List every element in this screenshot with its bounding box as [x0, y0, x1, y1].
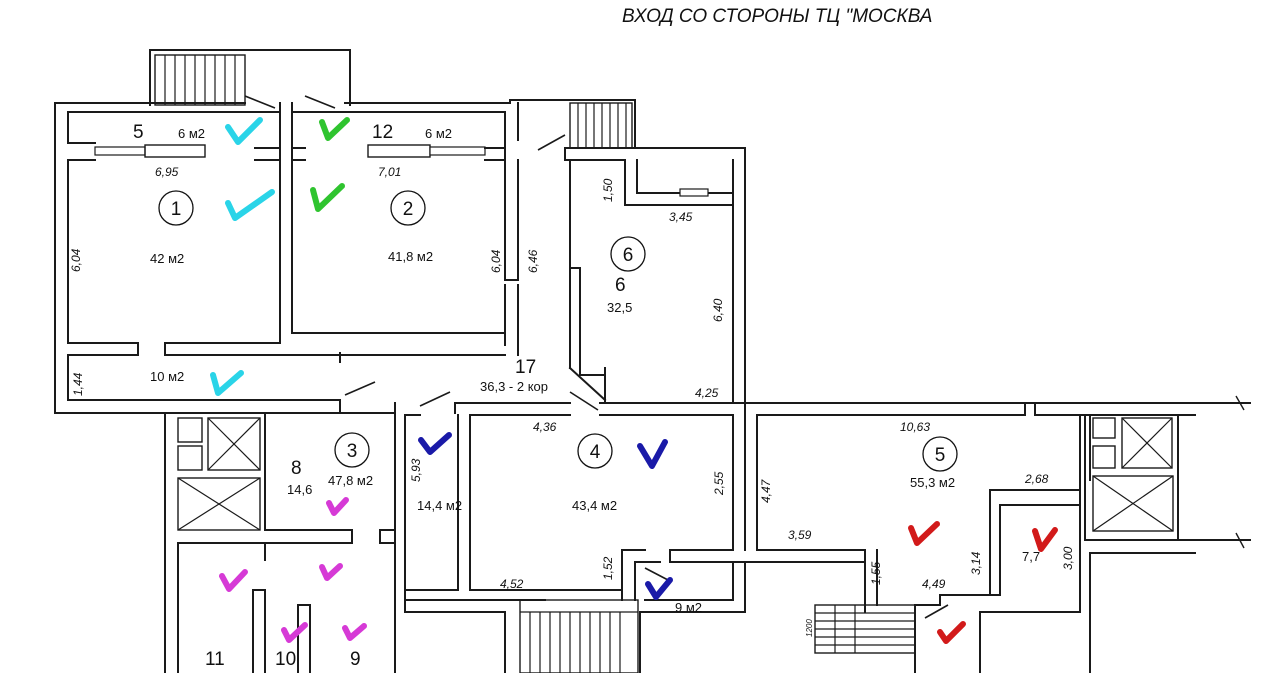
check-mark-cyan — [225, 117, 263, 145]
check-mark-magenta — [342, 623, 367, 641]
check-mark-magenta — [319, 563, 343, 581]
dim-4-49: 4,49 — [922, 577, 946, 591]
svg-text:2: 2 — [403, 199, 414, 220]
dim-1-52: 1,52 — [601, 556, 615, 580]
area-right-room: 7,7 — [1022, 549, 1040, 564]
dim-7-01: 7,01 — [378, 165, 401, 179]
walls-room-4 — [394, 402, 1196, 673]
dim-2-68: 2,68 — [1024, 472, 1049, 486]
check-mark-blue — [637, 439, 668, 469]
dim-6-95: 6,95 — [155, 165, 179, 179]
area-room-1: 42 м2 — [150, 251, 184, 266]
room-number-10: 10 — [275, 649, 296, 670]
area-room-3: 47,8 м2 — [328, 473, 373, 488]
check-mark-cyan — [210, 370, 244, 396]
check-mark-blue — [418, 432, 452, 455]
room-circle-6: 6 — [610, 236, 646, 272]
check-mark-red — [1032, 527, 1058, 552]
plan-title: ВХОД СО СТОРОНЫ ТЦ "МОСКВА — [622, 6, 932, 27]
room-number-11: 11 — [205, 649, 225, 670]
dim-1200: 1200 — [805, 619, 814, 637]
check-mark-red — [937, 621, 966, 644]
dim-6-46: 6,46 — [526, 249, 540, 273]
area-room-4: 43,4 м2 — [572, 498, 617, 513]
dim-1-50: 1,50 — [601, 178, 615, 202]
dim-3-14: 3,14 — [969, 551, 983, 575]
room-number-8: 8 — [291, 458, 302, 479]
room-number-6: 6 — [615, 275, 626, 296]
area-room-8: 14,6 — [287, 482, 312, 497]
walls-room-5 — [744, 395, 1251, 673]
svg-text:6: 6 — [623, 245, 634, 266]
room-circle-4: 4 — [577, 433, 613, 469]
dim-1-55: 1,55 — [869, 561, 883, 585]
dim-3-59: 3,59 — [788, 528, 812, 542]
area-room-17: 36,3 - 2 кор — [480, 379, 548, 394]
dim-6-40: 6,40 — [711, 298, 725, 322]
area-corridor: 10 м2 — [150, 369, 184, 384]
dim-3-45: 3,45 — [669, 210, 693, 224]
check-mark-magenta — [281, 622, 308, 643]
room-circle-5: 5 — [922, 436, 958, 472]
room-number-17: 17 — [515, 357, 536, 378]
dim-3-00: 3,00 — [1061, 546, 1075, 570]
check-marks — [210, 117, 1058, 644]
dim-4-52: 4,52 — [500, 577, 524, 591]
area-small-room: 9 м2 — [675, 600, 702, 615]
dim-1-44: 1,44 — [71, 372, 85, 396]
area-room-5b: 55,3 м2 — [910, 475, 955, 490]
check-mark-red — [908, 521, 940, 546]
doors — [244, 95, 949, 619]
svg-text:4: 4 — [590, 442, 601, 463]
svg-text:1: 1 — [171, 199, 182, 220]
check-mark-green — [310, 183, 345, 212]
check-mark-green — [319, 117, 350, 141]
area-room-2: 41,8 м2 — [388, 249, 433, 264]
area-left-4: 14,4 м2 — [417, 498, 462, 513]
dim-4-36: 4,36 — [533, 420, 557, 434]
area-room-12: 6 м2 — [425, 126, 452, 141]
dim-4-25: 4,25 — [695, 386, 719, 400]
dim-10-63: 10,63 — [900, 420, 930, 434]
room-number-12: 12 — [372, 122, 393, 143]
room-circle-3: 3 — [334, 432, 370, 468]
check-mark-cyan — [225, 189, 275, 221]
walls-upper-left — [54, 102, 519, 414]
room-number-9: 9 — [350, 649, 361, 670]
area-room-5: 6 м2 — [178, 126, 205, 141]
room-number-5: 5 — [133, 122, 144, 143]
check-mark-magenta — [219, 569, 248, 592]
dim-6-04-right: 6,04 — [489, 249, 503, 273]
stair-top-left — [149, 49, 351, 106]
check-mark-magenta — [326, 497, 349, 516]
dim-6-04-left: 6,04 — [69, 248, 83, 272]
walls-room-6 — [509, 99, 746, 551]
area-room-6: 32,5 — [607, 300, 632, 315]
room-circle-2: 2 — [390, 190, 426, 226]
svg-text:5: 5 — [935, 445, 946, 466]
svg-text:3: 3 — [347, 441, 358, 462]
dim-4-47: 4,47 — [759, 478, 773, 503]
check-mark-blue — [645, 577, 673, 600]
dim-2-55: 2,55 — [712, 471, 726, 496]
walls-room-3 — [164, 412, 396, 673]
dim-5-93: 5,93 — [409, 458, 423, 482]
room-circle-1: 1 — [158, 190, 194, 226]
